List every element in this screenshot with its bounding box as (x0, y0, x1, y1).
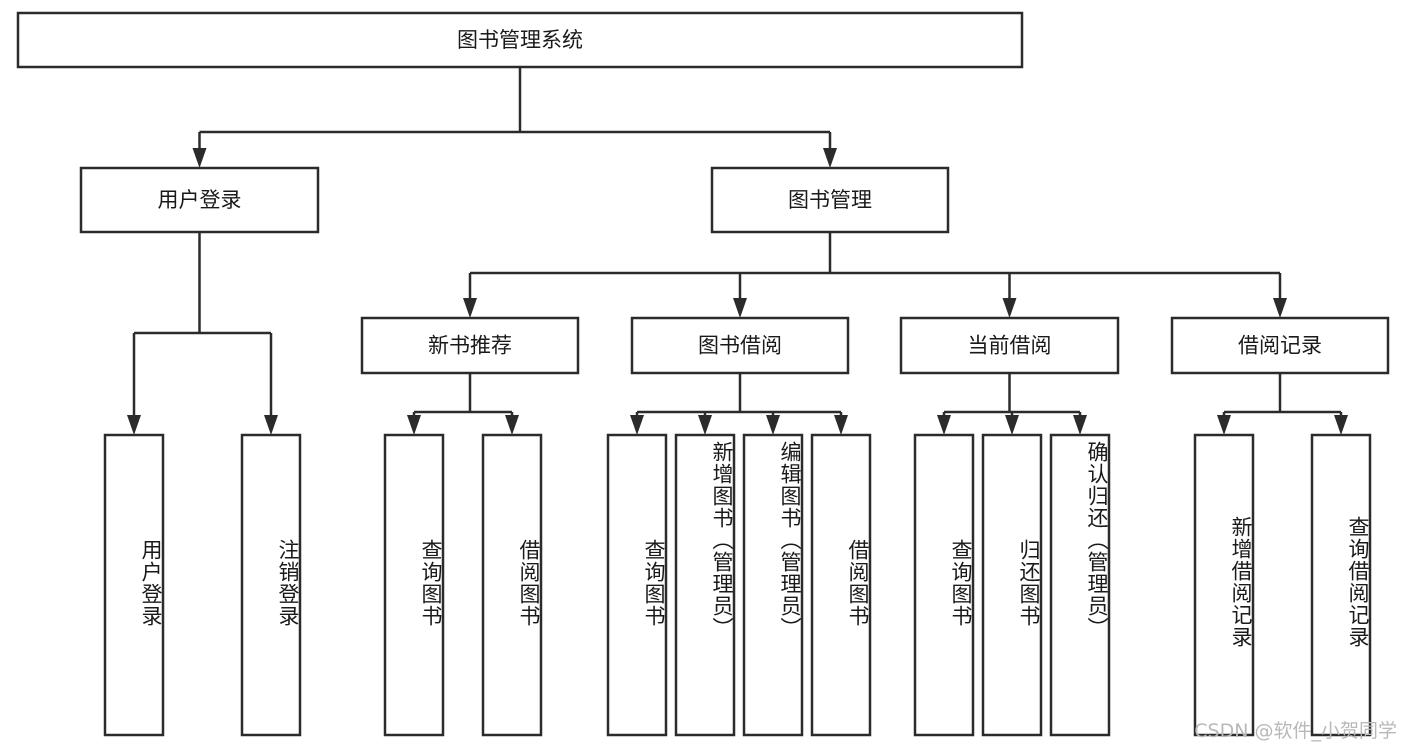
node-leaf-box-10[interactable] (1049, 433, 1111, 737)
node-level2-box-1[interactable] (710, 166, 950, 234)
node-level3-box-1[interactable] (630, 316, 850, 375)
node-level2-box-0[interactable] (79, 166, 320, 234)
arrow-down-icon (192, 148, 207, 168)
arrow-down-icon (766, 415, 780, 435)
node-level3-box-2[interactable] (899, 316, 1120, 375)
node-level2-label-0: 用户登录 (158, 188, 242, 212)
arrow-down-icon (630, 415, 644, 435)
node-leaf-box-3[interactable] (481, 433, 543, 737)
arrow-down-icon (1273, 298, 1287, 318)
node-leaf-box-4[interactable] (606, 433, 668, 737)
node-level3-label-3: 借阅记录 (1238, 334, 1322, 358)
node-leaf-box-7[interactable] (810, 433, 872, 737)
arrow-down-icon (1002, 298, 1017, 318)
node-root-label: 图书管理系统 (457, 28, 583, 52)
node-level3-label-2: 当前借阅 (968, 334, 1052, 358)
arrow-down-icon (463, 298, 477, 318)
arrow-down-icon (1073, 415, 1087, 435)
arrow-down-icon (698, 415, 712, 435)
arrow-down-icon (823, 148, 837, 168)
node-level3-label-1: 图书借阅 (698, 334, 782, 358)
arrow-down-icon (733, 298, 747, 318)
node-level3-box-0[interactable] (360, 316, 580, 375)
arrow-down-icon (127, 415, 141, 435)
arrow-down-icon (505, 415, 519, 435)
arrow-down-icon (1217, 415, 1231, 435)
node-level2-label-1: 图书管理 (788, 188, 872, 212)
node-leaf-box-8[interactable] (913, 433, 975, 737)
node-leaf-box-1[interactable] (240, 433, 302, 737)
arrow-down-icon (1005, 415, 1019, 435)
node-leaf-box-9[interactable] (981, 433, 1043, 737)
csdn-watermark: CSDN @软件_小贺同学 (1194, 720, 1397, 742)
edges-layer (127, 67, 1348, 435)
node-leaf-box-0[interactable] (103, 433, 165, 737)
node-leaf-box-12[interactable] (1310, 433, 1372, 737)
node-leaf-box-2[interactable] (383, 433, 445, 737)
node-level3-box-3[interactable] (1170, 316, 1390, 375)
boxes-layer (16, 11, 1390, 737)
node-leaf-box-11[interactable] (1193, 433, 1255, 737)
node-root-box[interactable] (16, 11, 1024, 69)
arrow-down-icon (264, 415, 278, 435)
node-leaf-box-6[interactable] (742, 433, 804, 737)
arrow-down-icon (937, 415, 951, 435)
arrow-down-icon (834, 415, 848, 435)
node-level3-label-0: 新书推荐 (428, 334, 512, 358)
arrow-down-icon (407, 415, 421, 435)
node-leaf-box-5[interactable] (674, 433, 736, 737)
arrow-down-icon (1334, 415, 1348, 435)
